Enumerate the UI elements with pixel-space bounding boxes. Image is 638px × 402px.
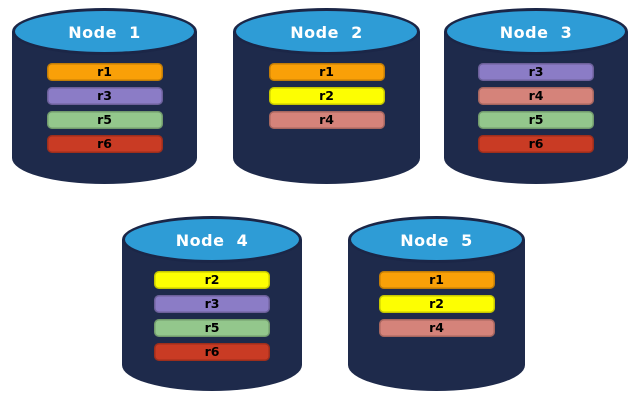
replica-label: r2 [429, 295, 444, 311]
cylinder-top-ellipse: Node 4 [122, 216, 302, 263]
cylinder-body [348, 240, 525, 391]
replica-bar-r5: r5 [46, 111, 163, 129]
database-node-2: Node 2 r1 r2 r4 [233, 8, 420, 184]
replica-bar-r2: r2 [378, 295, 495, 313]
replica-bar-r5: r5 [478, 111, 594, 129]
replica-bar-r1: r1 [378, 271, 495, 289]
replica-label: r3 [97, 87, 112, 103]
node-title: Node 5 [400, 230, 473, 250]
replica-bar-r6: r6 [46, 135, 163, 153]
replica-label: r4 [319, 111, 334, 127]
database-node-4: Node 4 r2 r3 r5 r6 [122, 216, 302, 391]
replica-label: r2 [204, 271, 220, 287]
replica-label: r5 [97, 111, 112, 127]
replica-list: r1 r2 r4 [233, 63, 420, 129]
node-title: Node 1 [68, 22, 141, 42]
cylinder-top-ellipse: Node 5 [348, 216, 525, 263]
replica-bar-r1: r1 [46, 63, 163, 81]
replica-label: r3 [204, 295, 220, 311]
replica-bar-r1: r1 [268, 63, 385, 81]
replica-label: r4 [429, 319, 444, 335]
replica-label: r1 [319, 63, 334, 79]
replica-bar-r4: r4 [268, 111, 385, 129]
replica-label: r5 [528, 111, 544, 127]
cylinder-body [12, 32, 197, 184]
database-node-5: Node 5 r1 r2 r4 [348, 216, 525, 391]
cylinder-top-ellipse: Node 1 [12, 8, 197, 55]
database-node-1: Node 1 r1 r3 r5 r6 [12, 8, 197, 184]
replica-bar-r6: r6 [478, 135, 594, 153]
cylinder-body [122, 240, 302, 391]
replica-label: r5 [204, 319, 220, 335]
database-node-3: Node 3 r3 r4 r5 r6 [444, 8, 628, 184]
replica-list: r3 r4 r5 r6 [444, 63, 628, 153]
replica-list: r1 r3 r5 r6 [12, 63, 197, 153]
replica-bar-r4: r4 [378, 319, 495, 337]
replica-bar-r2: r2 [268, 87, 385, 105]
cylinder-top-ellipse: Node 3 [444, 8, 628, 55]
replica-bar-r2: r2 [154, 271, 270, 289]
replica-bar-r5: r5 [154, 319, 270, 337]
replica-list: r1 r2 r4 [348, 271, 525, 337]
replica-bar-r4: r4 [478, 87, 594, 105]
node-title: Node 2 [290, 22, 363, 42]
replica-label: r2 [319, 87, 334, 103]
replica-label: r6 [97, 135, 112, 151]
cylinder-top-ellipse: Node 2 [233, 8, 420, 55]
replica-label: r3 [528, 63, 544, 79]
replica-bar-r6: r6 [154, 343, 270, 361]
replica-bar-r3: r3 [154, 295, 270, 313]
replica-list: r2 r3 r5 r6 [122, 271, 302, 361]
replica-label: r4 [528, 87, 544, 103]
replica-label: r6 [204, 343, 220, 359]
node-title: Node 3 [499, 22, 573, 42]
node-title: Node 4 [175, 230, 249, 250]
cylinder-body [233, 32, 420, 184]
cylinder-body [444, 32, 628, 184]
replica-bar-r3: r3 [478, 63, 594, 81]
replica-label: r1 [97, 63, 112, 79]
replica-label: r6 [528, 135, 544, 151]
replica-bar-r3: r3 [46, 87, 163, 105]
replica-label: r1 [429, 271, 444, 287]
